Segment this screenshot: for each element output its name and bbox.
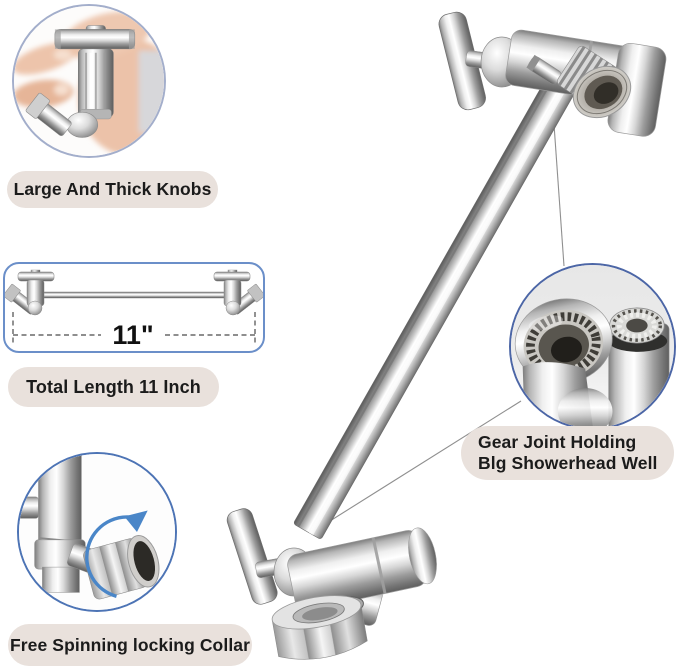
gear-label-line1: Gear Joint Holding <box>478 431 637 452</box>
gear-inset-photo <box>509 263 676 430</box>
extension-rod <box>293 77 575 539</box>
knobs-inset-photo <box>12 4 166 158</box>
knobs-label: Large And Thick Knobs <box>7 171 218 208</box>
collar-hex-nut <box>271 595 368 660</box>
collar-label: Free Spinning locking Collar <box>8 624 252 666</box>
gear-joint-closeup <box>514 298 670 428</box>
bottom-body <box>287 527 437 611</box>
gear-label-text: Gear Joint Holding Blg Showerhead Well <box>478 432 658 475</box>
top-joint <box>438 11 667 137</box>
gear-label-line2: Blg Showerhead Well <box>478 453 658 473</box>
length-inset: 11" <box>3 262 265 353</box>
threaded-opening <box>572 65 632 119</box>
knob-closeup <box>25 25 136 138</box>
spinning-collar-nut <box>83 535 160 600</box>
bottom-joint <box>226 508 437 660</box>
length-label: Total Length 11 Inch <box>8 367 219 407</box>
length-dimension-text: 11" <box>112 320 153 350</box>
rotation-arrow-icon <box>85 510 148 598</box>
collar-inset-photo <box>17 452 177 612</box>
mini-arm-photo <box>5 269 263 316</box>
gear-ring <box>514 298 613 384</box>
gear-label: Gear Joint Holding Blg Showerhead Well <box>461 426 674 480</box>
collar-closeup <box>19 454 160 600</box>
bottom-knob <box>226 508 278 605</box>
dimension-line <box>12 312 256 346</box>
callout-line-bottom-joint <box>321 400 522 527</box>
